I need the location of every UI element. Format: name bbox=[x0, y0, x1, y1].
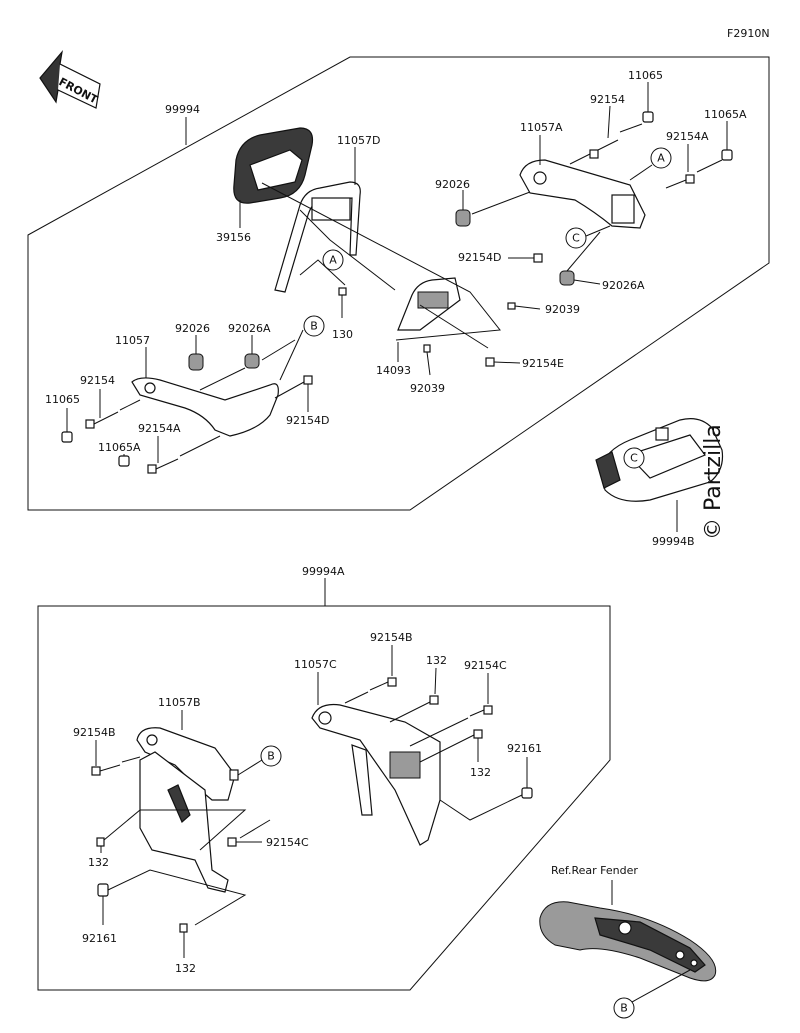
bolt-92154b-l bbox=[91, 764, 121, 776]
bolt-130 bbox=[338, 287, 347, 318]
bolt-132-bot bbox=[179, 923, 188, 933]
group-label-99994a: 99994A bbox=[302, 565, 345, 578]
part-label-92161-r: 92161 bbox=[507, 742, 542, 755]
ref-c-top: C bbox=[565, 225, 611, 249]
part-label-11065-tr: 11065 bbox=[628, 69, 663, 82]
part-label-11057a: 11057A bbox=[520, 121, 563, 134]
part-label-11065a-tr: 11065A bbox=[704, 108, 747, 121]
svg-text:C: C bbox=[572, 232, 580, 245]
nut-11065a-tr bbox=[721, 149, 733, 161]
bracket-11057b bbox=[136, 727, 239, 893]
bolt-92154-l bbox=[85, 411, 119, 429]
part-label-92154b-top: 92154B bbox=[370, 631, 413, 644]
bolt-132-top bbox=[429, 695, 439, 705]
part-label-92154a-tr: 92154A bbox=[666, 130, 709, 143]
part-label-92154e: 92154E bbox=[522, 357, 564, 370]
bracket-11057 bbox=[131, 377, 279, 437]
nut-92161-l bbox=[97, 883, 109, 897]
part-label-11057b: 11057B bbox=[158, 696, 201, 709]
ref-b-fender: B bbox=[613, 969, 691, 1019]
rack-99994b bbox=[595, 418, 724, 502]
part-label-132-l: 132 bbox=[88, 856, 109, 869]
bracket-11057c bbox=[311, 703, 441, 846]
part-label-92154d-tr: 92154D bbox=[458, 251, 501, 264]
nut-92161-r bbox=[521, 787, 533, 799]
rear-fender bbox=[539, 901, 717, 982]
ref-b-bottom: B bbox=[237, 745, 282, 776]
part-label-92154-l: 92154 bbox=[80, 374, 115, 387]
group-frame-99994a bbox=[37, 605, 611, 991]
screw-92154e bbox=[485, 357, 495, 367]
bushing-92026-tr bbox=[455, 209, 471, 227]
watermark: © Partzilla bbox=[701, 424, 726, 540]
screw-92039-b bbox=[423, 344, 431, 353]
part-label-130: 130 bbox=[332, 328, 353, 341]
part-label-11065a-l: 11065A bbox=[98, 441, 141, 454]
part-label-132-bot: 132 bbox=[175, 962, 196, 975]
front-arrow-icon: FRONT bbox=[39, 49, 101, 109]
part-label-92026a-tr: 92026A bbox=[602, 279, 645, 292]
svg-text:B: B bbox=[310, 320, 318, 333]
part-label-92026-l: 92026 bbox=[175, 322, 210, 335]
part-label-39156: 39156 bbox=[216, 231, 251, 244]
group-label-99994b: 99994B bbox=[652, 535, 695, 548]
screw-92154d-l bbox=[303, 375, 313, 385]
backrest-frame bbox=[274, 181, 361, 293]
group-label-99994: 99994 bbox=[165, 103, 200, 116]
bolt-92154a-tr bbox=[665, 174, 695, 189]
bracket-11057a bbox=[519, 159, 646, 229]
ref-c-rack: C bbox=[623, 447, 645, 469]
bushing-92026a-l bbox=[244, 353, 260, 369]
part-label-11057d: 11057D bbox=[337, 134, 380, 147]
part-label-92154b-l: 92154B bbox=[73, 726, 116, 739]
part-label-11065-l: 11065 bbox=[45, 393, 80, 406]
bolt-92154a-l bbox=[147, 458, 179, 474]
bolt-92154b-top bbox=[369, 677, 397, 691]
ref-b-top: B bbox=[303, 315, 325, 337]
backrest-pad bbox=[233, 127, 314, 204]
bolt-132-mid bbox=[473, 729, 483, 739]
ref-a-right: A bbox=[629, 147, 672, 181]
part-label-92154a-l: 92154A bbox=[138, 422, 181, 435]
bushing-92026-l bbox=[188, 353, 204, 371]
bolt-132-l bbox=[96, 837, 105, 847]
diagram-code: F2910N bbox=[727, 27, 770, 40]
bolt-92154c-top bbox=[469, 705, 493, 717]
part-label-132-mid: 132 bbox=[470, 766, 491, 779]
screw-92039-r bbox=[507, 302, 516, 310]
mount-plate bbox=[397, 277, 461, 331]
bolt-92154c-l bbox=[227, 837, 237, 847]
part-label-92154c-top: 92154C bbox=[464, 659, 507, 672]
ref-rear-fender-label: Ref.Rear Fender bbox=[551, 864, 638, 877]
screw-92154d-tr bbox=[533, 253, 543, 263]
part-label-11057c: 11057C bbox=[294, 658, 337, 671]
part-label-92026a-l: 92026A bbox=[228, 322, 271, 335]
part-label-92154c-l: 92154C bbox=[266, 836, 309, 849]
svg-text:B: B bbox=[620, 1002, 628, 1015]
part-label-11057: 11057 bbox=[115, 334, 150, 347]
ref-a-left: A bbox=[322, 249, 344, 271]
part-label-132-top: 132 bbox=[426, 654, 447, 667]
nut-11065a-l bbox=[118, 455, 130, 467]
svg-text:C: C bbox=[630, 452, 638, 465]
part-label-92154-tr: 92154 bbox=[590, 93, 625, 106]
svg-text:B: B bbox=[267, 750, 275, 763]
part-label-92039-b: 92039 bbox=[410, 382, 445, 395]
nut-11065-tr bbox=[642, 111, 654, 123]
part-label-92154d-l: 92154D bbox=[286, 414, 329, 427]
nut-11065-l bbox=[61, 431, 73, 443]
part-label-92026-tr: 92026 bbox=[435, 178, 470, 191]
part-label-14093: 14093 bbox=[376, 364, 411, 377]
part-label-92161-l: 92161 bbox=[82, 932, 117, 945]
bolt-92154-tr bbox=[589, 139, 619, 159]
svg-text:A: A bbox=[657, 152, 665, 165]
svg-text:A: A bbox=[329, 254, 337, 267]
bushing-92026a-tr bbox=[559, 270, 575, 286]
part-label-92039-r: 92039 bbox=[545, 303, 580, 316]
group-frame-99994 bbox=[27, 56, 770, 511]
